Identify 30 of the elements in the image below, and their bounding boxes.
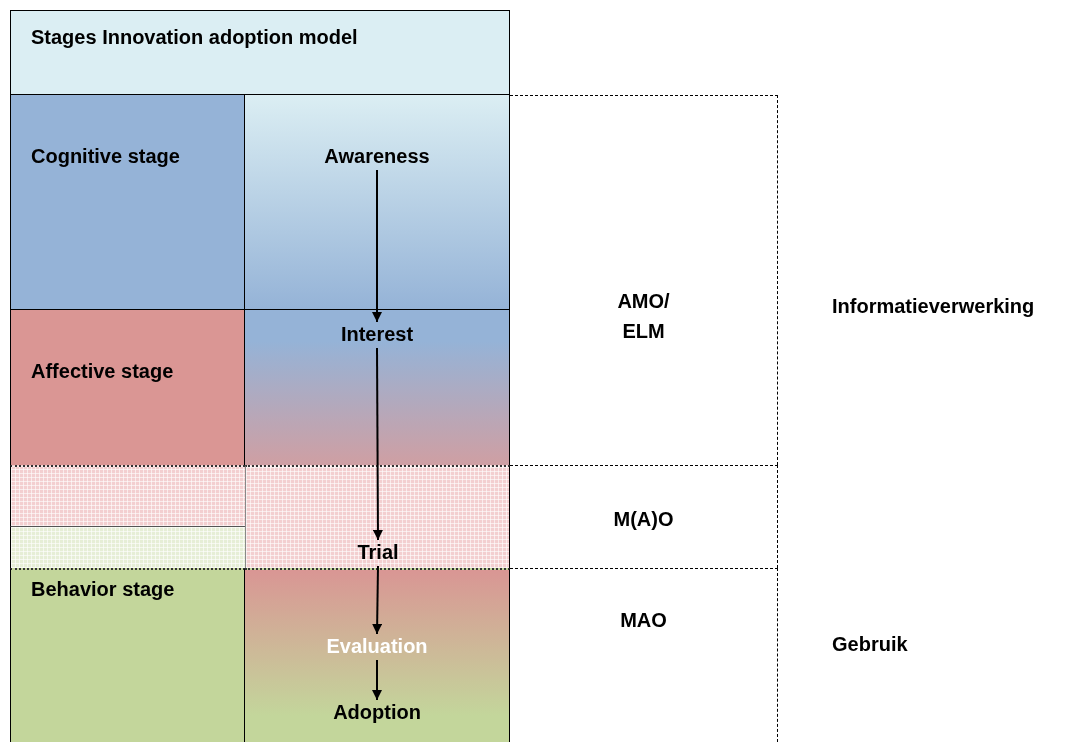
step-cell (245, 568, 510, 742)
step-text: Adoption (333, 701, 421, 724)
arrow (372, 169, 382, 323)
cell-text: Behavior stage (31, 578, 175, 601)
stage-cell (10, 310, 245, 465)
arrow (372, 565, 383, 635)
arrow (372, 347, 383, 541)
cell-text: Stages Innovation adoption model (31, 26, 358, 49)
cell-text: Cognitive stage (31, 145, 180, 168)
title-cell (10, 10, 510, 95)
arrow (372, 659, 382, 701)
step-text: Evaluation (326, 635, 428, 658)
stage-cell (10, 95, 245, 310)
step-cell (245, 310, 510, 465)
step-text: Awareness (324, 145, 430, 168)
cell-text: AMO/ ELM (616, 289, 671, 344)
model-box (510, 465, 778, 568)
step-cell (245, 95, 510, 310)
hatched-cell (10, 527, 245, 568)
stage-cell (10, 568, 245, 742)
hatched-cell (245, 465, 510, 568)
cell-text: Affective stage (31, 360, 174, 383)
hatched-cell (10, 465, 245, 527)
cell-text: MAO (619, 609, 668, 632)
cell-text: M(A)O (612, 508, 675, 531)
step-text: Interest (340, 323, 414, 346)
step-text: Trial (357, 541, 399, 564)
model-box (510, 568, 778, 742)
side-label: Gebruik (832, 633, 908, 656)
side-label: Informatieverwerking (832, 295, 1035, 318)
